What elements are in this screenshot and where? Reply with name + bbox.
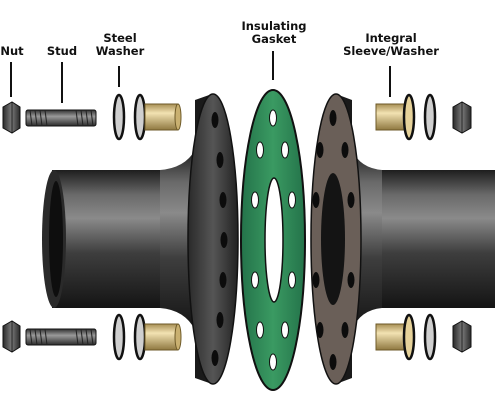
gasket-hole <box>281 321 289 339</box>
thread <box>85 109 89 127</box>
bottom-hardware-row <box>2 313 472 361</box>
label-stud: Stud <box>46 44 78 58</box>
bolt-hole <box>219 272 227 288</box>
label-nut: Nut <box>0 44 24 58</box>
right-flanged-pipe <box>310 93 495 385</box>
sleeve-end <box>174 323 182 351</box>
thread <box>34 109 38 127</box>
gasket-hole <box>256 141 264 159</box>
bolt-hole <box>341 322 349 338</box>
top-washer-left-2 <box>133 93 147 141</box>
bottom-left-sleeve <box>144 323 182 351</box>
bolt-hole <box>220 232 228 248</box>
left-flange-bolt-holes <box>211 112 228 366</box>
top-right-nut <box>452 101 472 134</box>
label-steel-washer-line2: Washer <box>95 44 145 58</box>
gasket-hole <box>269 353 277 371</box>
bolt-hole <box>216 312 224 328</box>
nut-body <box>2 101 21 134</box>
bolt-hole <box>219 192 227 208</box>
gasket-hole <box>288 191 296 209</box>
right-flange-bolt-holes <box>312 110 355 370</box>
label-integral-sleeve-washer-line2: Sleeve/Washer <box>343 44 439 58</box>
bolt-hole <box>316 322 324 338</box>
gasket-hole <box>269 109 277 127</box>
bolt-hole <box>347 192 355 208</box>
label-insulating-gasket: Insulating Gasket <box>238 20 310 46</box>
thread <box>29 109 33 127</box>
bolt-hole <box>216 152 224 168</box>
right-pipe-body <box>378 170 495 308</box>
gasket-hole <box>251 271 259 289</box>
top-hardware-row <box>2 93 472 141</box>
bolt-hole <box>316 142 324 158</box>
gasket-bolt-holes <box>251 109 296 371</box>
bolt-hole <box>329 354 337 370</box>
right-flange-bore <box>321 173 345 305</box>
label-steel-washer-line1: Steel <box>103 31 137 45</box>
insulating-gasket <box>240 89 306 391</box>
bottom-right-nut <box>452 320 472 353</box>
label-insulating-gasket-line2: Gasket <box>251 32 297 46</box>
left-flange-face <box>187 93 239 385</box>
thread <box>34 328 38 346</box>
top-steel-washer-left <box>112 93 126 141</box>
bolt-hole <box>211 112 219 128</box>
stud-threads-top <box>29 109 94 127</box>
gasket-hole <box>288 271 296 289</box>
thread <box>29 328 33 346</box>
thread <box>44 109 48 127</box>
thread <box>75 109 79 127</box>
thread <box>75 328 79 346</box>
thread <box>90 109 94 127</box>
bottom-washer-left-2 <box>133 313 147 361</box>
gasket-bore <box>264 177 284 303</box>
bolt-hole <box>347 272 355 288</box>
label-steel-washer: Steel Washer <box>95 32 145 58</box>
left-pipe-bore <box>49 181 63 297</box>
bottom-left-nut <box>2 320 21 353</box>
bolt-hole <box>312 192 320 208</box>
bolt-hole <box>312 272 320 288</box>
left-pipe-body <box>52 170 164 308</box>
leader-lines <box>10 51 391 103</box>
top-left-nut <box>2 101 21 134</box>
sleeve-body <box>144 323 179 351</box>
gasket-hole <box>256 321 264 339</box>
top-left-sleeve <box>144 103 182 131</box>
left-flange-hub <box>160 150 195 330</box>
top-stud <box>25 109 97 127</box>
thread <box>39 109 43 127</box>
bottom-right-sleeve <box>375 313 416 361</box>
thread <box>39 328 43 346</box>
gasket-hole <box>251 191 259 209</box>
thread <box>80 109 84 127</box>
nut-body <box>2 320 21 353</box>
bolt-hole <box>211 350 219 366</box>
bolt-hole <box>341 142 349 158</box>
bottom-steel-washer-left <box>112 313 126 361</box>
bolt-hole <box>329 110 337 126</box>
stud-threads-bottom <box>29 328 94 346</box>
thread <box>44 328 48 346</box>
left-flanged-pipe <box>42 93 239 385</box>
label-integral-sleeve-washer-line1: Integral <box>365 31 417 45</box>
label-integral-sleeve-washer: Integral Sleeve/Washer <box>343 32 439 58</box>
sleeve-body <box>144 103 179 131</box>
top-washer-right <box>423 93 437 141</box>
thread <box>80 328 84 346</box>
thread <box>90 328 94 346</box>
top-right-sleeve <box>375 93 416 141</box>
sleeve-flange <box>402 313 416 361</box>
sleeve-flange <box>402 93 416 141</box>
label-insulating-gasket-line1: Insulating <box>241 19 307 33</box>
bottom-stud <box>25 328 97 346</box>
sleeve-end <box>174 103 182 131</box>
gasket-hole <box>281 141 289 159</box>
bottom-washer-right <box>423 313 437 361</box>
thread <box>85 328 89 346</box>
